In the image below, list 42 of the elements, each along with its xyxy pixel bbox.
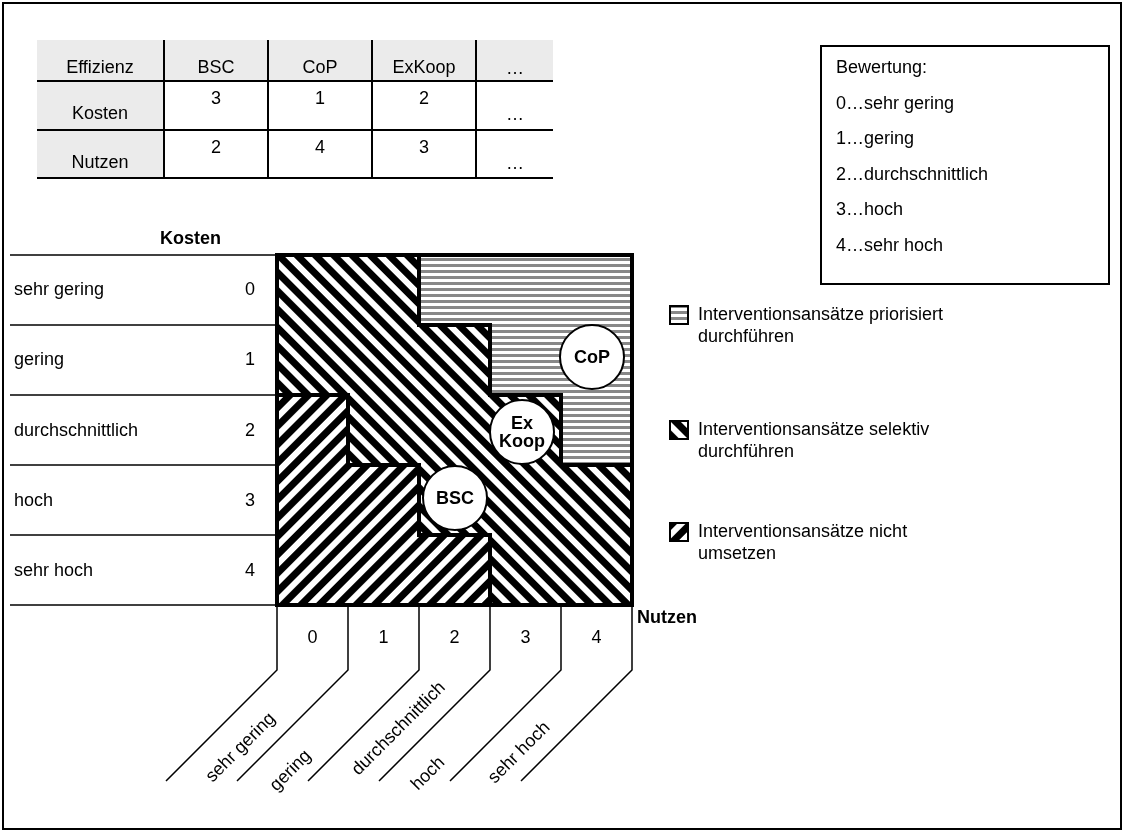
column-value: 4: [590, 627, 603, 647]
table-cell: …: [475, 82, 553, 131]
row-label: durchschnittlich: [14, 420, 139, 440]
row-value: 1: [245, 349, 255, 369]
row-label: sehr hoch: [14, 560, 94, 580]
row-value: 2: [245, 420, 255, 440]
row-value: 0: [245, 279, 255, 299]
table-cell: 3: [163, 82, 267, 131]
box-heading: Bewertung:: [836, 57, 929, 77]
table-header: Effizienz: [37, 40, 163, 82]
rating-box: [820, 45, 1110, 285]
rating-text: 4…sehr hoch: [836, 234, 945, 255]
row-label: sehr gering: [14, 279, 105, 299]
table-header: BSC: [163, 40, 267, 82]
table-header: ExKoop: [371, 40, 475, 82]
legend-text: Interventionsansätze selektiv durchführen: [698, 418, 931, 462]
table-cell: 2: [163, 131, 267, 179]
table-cell: Nutzen: [37, 131, 163, 179]
table-cell: 4: [267, 131, 371, 179]
row-label: hoch: [14, 490, 54, 510]
legend-text: Interventionsansätze priorisiert durchführen: [698, 303, 945, 347]
axis-title: Nutzen: [637, 607, 697, 627]
table-cell: 1: [267, 82, 371, 131]
rating-text: 3…hoch: [836, 199, 905, 219]
table-cell: 2: [371, 82, 475, 131]
row-label: gering: [14, 349, 65, 369]
table-header: …: [475, 40, 553, 82]
column-value: 0: [306, 627, 319, 647]
table-cell: …: [475, 131, 553, 179]
column-value: 2: [448, 627, 461, 647]
row-value: 4: [245, 560, 255, 580]
rating-text: 1…gering: [836, 128, 916, 148]
table-cell: 3: [371, 131, 475, 179]
column-value: 1: [377, 627, 390, 647]
table-header: CoP: [267, 40, 371, 82]
rating-text: 0…sehr gering: [836, 92, 956, 113]
column-value: 3: [519, 627, 532, 647]
table-cell: Kosten: [37, 82, 163, 131]
rating-text: 2…durchschnittlich: [836, 163, 990, 184]
legend-text: Interventionsansätze nicht umsetzen: [698, 520, 909, 564]
row-value: 3: [245, 490, 255, 510]
axis-title: Kosten: [160, 228, 221, 248]
